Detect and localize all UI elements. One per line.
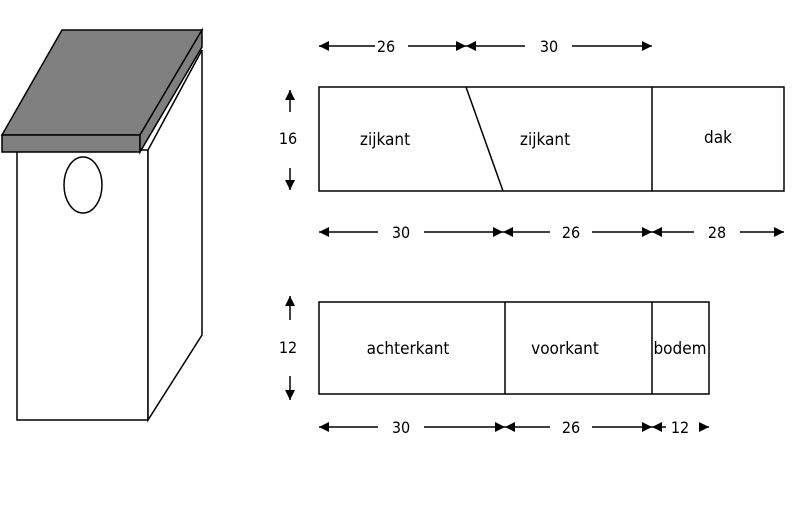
bottom-dimension-26: 26 xyxy=(503,223,652,242)
panel-label-bodem: bodem xyxy=(653,339,706,359)
board1-bottom-dim-label-3: 28 xyxy=(708,223,726,242)
top-dim-label-2: 30 xyxy=(540,37,558,56)
board-2: 12 achterkant voorkant bodem 30 26 12 xyxy=(279,296,710,437)
board-2-outline xyxy=(318,301,710,395)
house-side-face xyxy=(147,49,203,423)
board-1: 26 30 16 zijkant zijkant dak 30 26 xyxy=(279,37,785,242)
panel-label-zijkant-1: zijkant xyxy=(360,130,410,150)
panel-label-dak: dak xyxy=(704,128,732,148)
diagonal-cut xyxy=(465,86,504,192)
board1-bottom-dim-label-1: 30 xyxy=(392,223,410,242)
entrance-hole xyxy=(63,156,103,214)
bottom-dimension-30: 30 xyxy=(319,418,505,437)
bottom-dimension-30: 30 xyxy=(319,223,503,242)
panel-label-zijkant-2: zijkant xyxy=(520,130,570,150)
board2-bottom-dim-label-1: 30 xyxy=(392,418,410,437)
roof-front-edge xyxy=(1,134,141,153)
bottom-dimension-12: 12 xyxy=(652,418,709,437)
top-dim-label-1: 26 xyxy=(377,37,395,56)
height-dimension-12: 12 xyxy=(279,296,297,400)
board2-bottom-dim-label-3: 12 xyxy=(671,418,689,437)
board-1-outline xyxy=(318,86,785,192)
height-label-12: 12 xyxy=(279,338,297,357)
board2-bottom-dim-label-2: 26 xyxy=(562,418,580,437)
board1-bottom-dim-label-2: 26 xyxy=(562,223,580,242)
top-dimension-30: 30 xyxy=(466,37,652,56)
height-dimension-16: 16 xyxy=(279,90,297,190)
panel-label-achterkant: achterkant xyxy=(367,339,450,359)
bottom-dimension-28: 28 xyxy=(652,223,784,242)
top-dimension-26: 26 xyxy=(319,37,466,56)
panel-label-voorkant: voorkant xyxy=(531,339,599,359)
height-label-16: 16 xyxy=(279,129,297,148)
bottom-dimension-26: 26 xyxy=(505,418,652,437)
roof-side-edge xyxy=(139,27,203,155)
birdhouse xyxy=(0,27,204,423)
